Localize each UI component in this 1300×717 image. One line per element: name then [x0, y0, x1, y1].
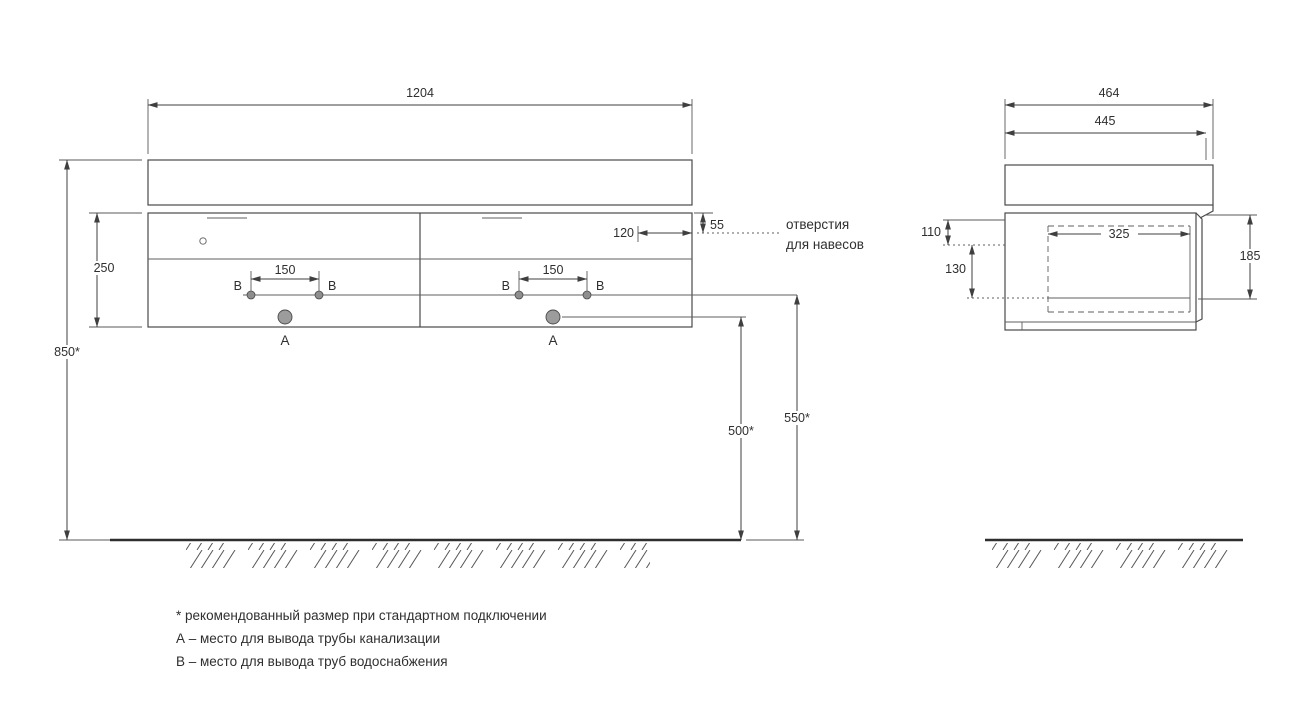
dim-hanger-drop-value: 55 — [710, 218, 724, 232]
side-view — [1004, 164, 1214, 331]
dim-body-depth: 445 — [1004, 114, 1207, 160]
dim-left-ports-spacing: 150 — [250, 263, 320, 291]
legend: * рекомендованный размер при стандартном… — [176, 608, 547, 669]
dim-drain-height: 500* — [721, 316, 761, 541]
side-countertop-nose — [1199, 205, 1214, 219]
dim-mount-height-value: 850* — [54, 345, 80, 359]
dim-right-ports-value: 150 — [543, 263, 564, 277]
front-floor — [110, 538, 741, 568]
dim-overall-depth: 464 — [1004, 86, 1214, 159]
dim-inner-depth: 325 — [1047, 227, 1191, 241]
dim-body-height: 250 — [87, 212, 142, 328]
port-b-circle-4 — [582, 290, 592, 300]
dim-overall-depth-value: 464 — [1099, 86, 1120, 100]
front-view: В В В В А А — [147, 159, 797, 348]
port-b-circle-2 — [314, 290, 324, 300]
dim-front-width: 1204 — [147, 86, 693, 154]
dim-front-height-value: 185 — [1240, 249, 1261, 263]
legend-note-b: В – место для вывода труб водоснабжения — [176, 654, 448, 669]
dim-top-clearance: 110 — [921, 219, 1005, 246]
dim-inner-depth-value: 325 — [1109, 227, 1130, 241]
port-b-circle-1 — [246, 290, 256, 300]
front-hole-mark — [199, 237, 207, 245]
port-b-label-3: В — [502, 279, 510, 293]
side-cabinet-body — [1004, 212, 1197, 331]
port-b-label-4: В — [596, 279, 604, 293]
dim-body-height-value: 250 — [94, 261, 115, 275]
side-floor-hatch — [990, 543, 1240, 568]
dim-mid-clearance: 130 — [945, 244, 1048, 299]
dim-drain-height-value: 500* — [728, 424, 754, 438]
front-floor-hatch — [182, 543, 650, 568]
hanger-note-line1: отверстия — [786, 217, 849, 232]
port-a-label-2: А — [548, 333, 557, 348]
side-drawer-front — [1195, 212, 1203, 323]
port-b-circle-3 — [514, 290, 524, 300]
dim-hanger-offset: 120 — [613, 226, 693, 242]
side-countertop — [1004, 164, 1214, 206]
port-b-label-1: В — [234, 279, 242, 293]
dim-body-depth-value: 445 — [1095, 114, 1116, 128]
hanger-note-line2: для навесов — [786, 237, 864, 252]
dim-mid-clearance-value: 130 — [945, 262, 966, 276]
front-dimensions: 1204 250 850* 120 55 — [47, 86, 864, 541]
dim-left-ports-value: 150 — [275, 263, 296, 277]
dim-right-ports-spacing: 150 — [518, 263, 588, 291]
dim-top-clearance-value: 110 — [921, 225, 941, 239]
dim-water-height: 550* — [746, 294, 817, 541]
dim-front-height: 185 — [1198, 214, 1268, 300]
port-a-label-1: А — [280, 333, 289, 348]
port-a-circle-2 — [545, 309, 561, 325]
front-countertop — [147, 159, 693, 206]
dim-water-height-value: 550* — [784, 411, 810, 425]
side-dimensions: 464 445 110 130 325 — [921, 86, 1268, 300]
dim-hanger-offset-value: 120 — [613, 226, 634, 240]
dim-hanger-drop: 55 — [694, 212, 724, 234]
dim-mount-height: 850* — [47, 159, 142, 541]
side-floor — [985, 538, 1243, 568]
legend-note-a: А – место для вывода трубы канализации — [176, 631, 440, 646]
dim-front-width-value: 1204 — [406, 86, 434, 100]
legend-note-asterisk: * рекомендованный размер при стандартном… — [176, 608, 547, 623]
port-a-circle-1 — [277, 309, 293, 325]
port-b-label-2: В — [328, 279, 336, 293]
